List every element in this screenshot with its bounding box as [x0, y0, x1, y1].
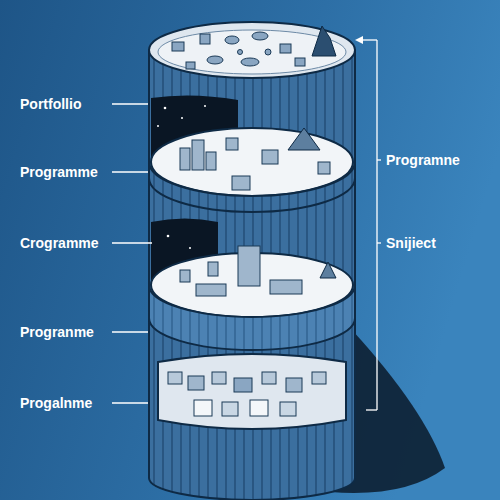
leader-line — [112, 171, 148, 172]
leader-line — [112, 331, 148, 332]
leader-line — [112, 103, 148, 104]
block — [180, 270, 190, 282]
cube — [286, 378, 302, 392]
panel — [196, 284, 226, 296]
layer-label: Crogramme — [20, 234, 99, 252]
building — [192, 140, 204, 170]
arrowhead — [355, 36, 363, 44]
cube — [262, 372, 276, 384]
star — [164, 107, 167, 110]
cube — [168, 372, 182, 384]
leader-line — [112, 242, 152, 243]
stars — [157, 105, 206, 127]
building — [232, 176, 250, 190]
star — [167, 235, 170, 238]
top-disk — [149, 22, 355, 78]
layer-label: Programne — [386, 151, 460, 169]
leader-line — [112, 402, 148, 403]
layer-label: Snijiect — [386, 234, 436, 252]
panel — [270, 280, 302, 294]
leader-lines — [112, 104, 152, 403]
lower-opening — [158, 354, 346, 429]
bracket-tick — [377, 159, 381, 160]
dot — [265, 49, 271, 55]
cube — [194, 400, 212, 416]
building — [262, 150, 278, 164]
cone — [320, 262, 336, 278]
star — [157, 125, 159, 127]
building — [180, 148, 190, 170]
tower — [238, 246, 260, 286]
peak — [312, 26, 336, 56]
layer-label: Progalnme — [20, 394, 92, 412]
bracket-tick — [362, 39, 377, 40]
cube — [250, 400, 268, 416]
bracket-tick — [366, 409, 377, 410]
bracket-line — [376, 40, 377, 410]
cube — [222, 402, 238, 416]
dot — [238, 50, 243, 55]
bracket — [362, 40, 381, 410]
building — [206, 152, 216, 170]
layer-label: Progranme — [20, 323, 94, 341]
drum — [252, 32, 268, 40]
block — [280, 44, 291, 53]
layer-objects — [180, 246, 302, 296]
cube — [212, 372, 226, 384]
cube — [280, 402, 296, 416]
layer-rim — [149, 162, 355, 212]
block — [200, 34, 210, 44]
cone — [288, 128, 320, 150]
cylinder-body — [149, 50, 355, 500]
cube — [312, 372, 326, 384]
cube — [188, 376, 204, 390]
star — [204, 105, 206, 107]
block — [186, 62, 195, 69]
cube — [234, 378, 252, 392]
layer-label: Programme — [20, 163, 98, 181]
drum — [225, 36, 239, 44]
bracket-tick — [377, 242, 381, 243]
block — [295, 58, 305, 66]
cubes — [168, 372, 326, 416]
star — [181, 117, 183, 119]
star — [189, 247, 191, 249]
layer-rim — [149, 285, 355, 350]
building — [226, 138, 238, 150]
drum — [241, 58, 259, 66]
building — [318, 162, 330, 174]
block — [172, 42, 184, 51]
drum — [207, 56, 223, 64]
layer-label: Portfollio — [20, 95, 81, 113]
top-objects — [172, 32, 305, 69]
block — [208, 262, 218, 276]
